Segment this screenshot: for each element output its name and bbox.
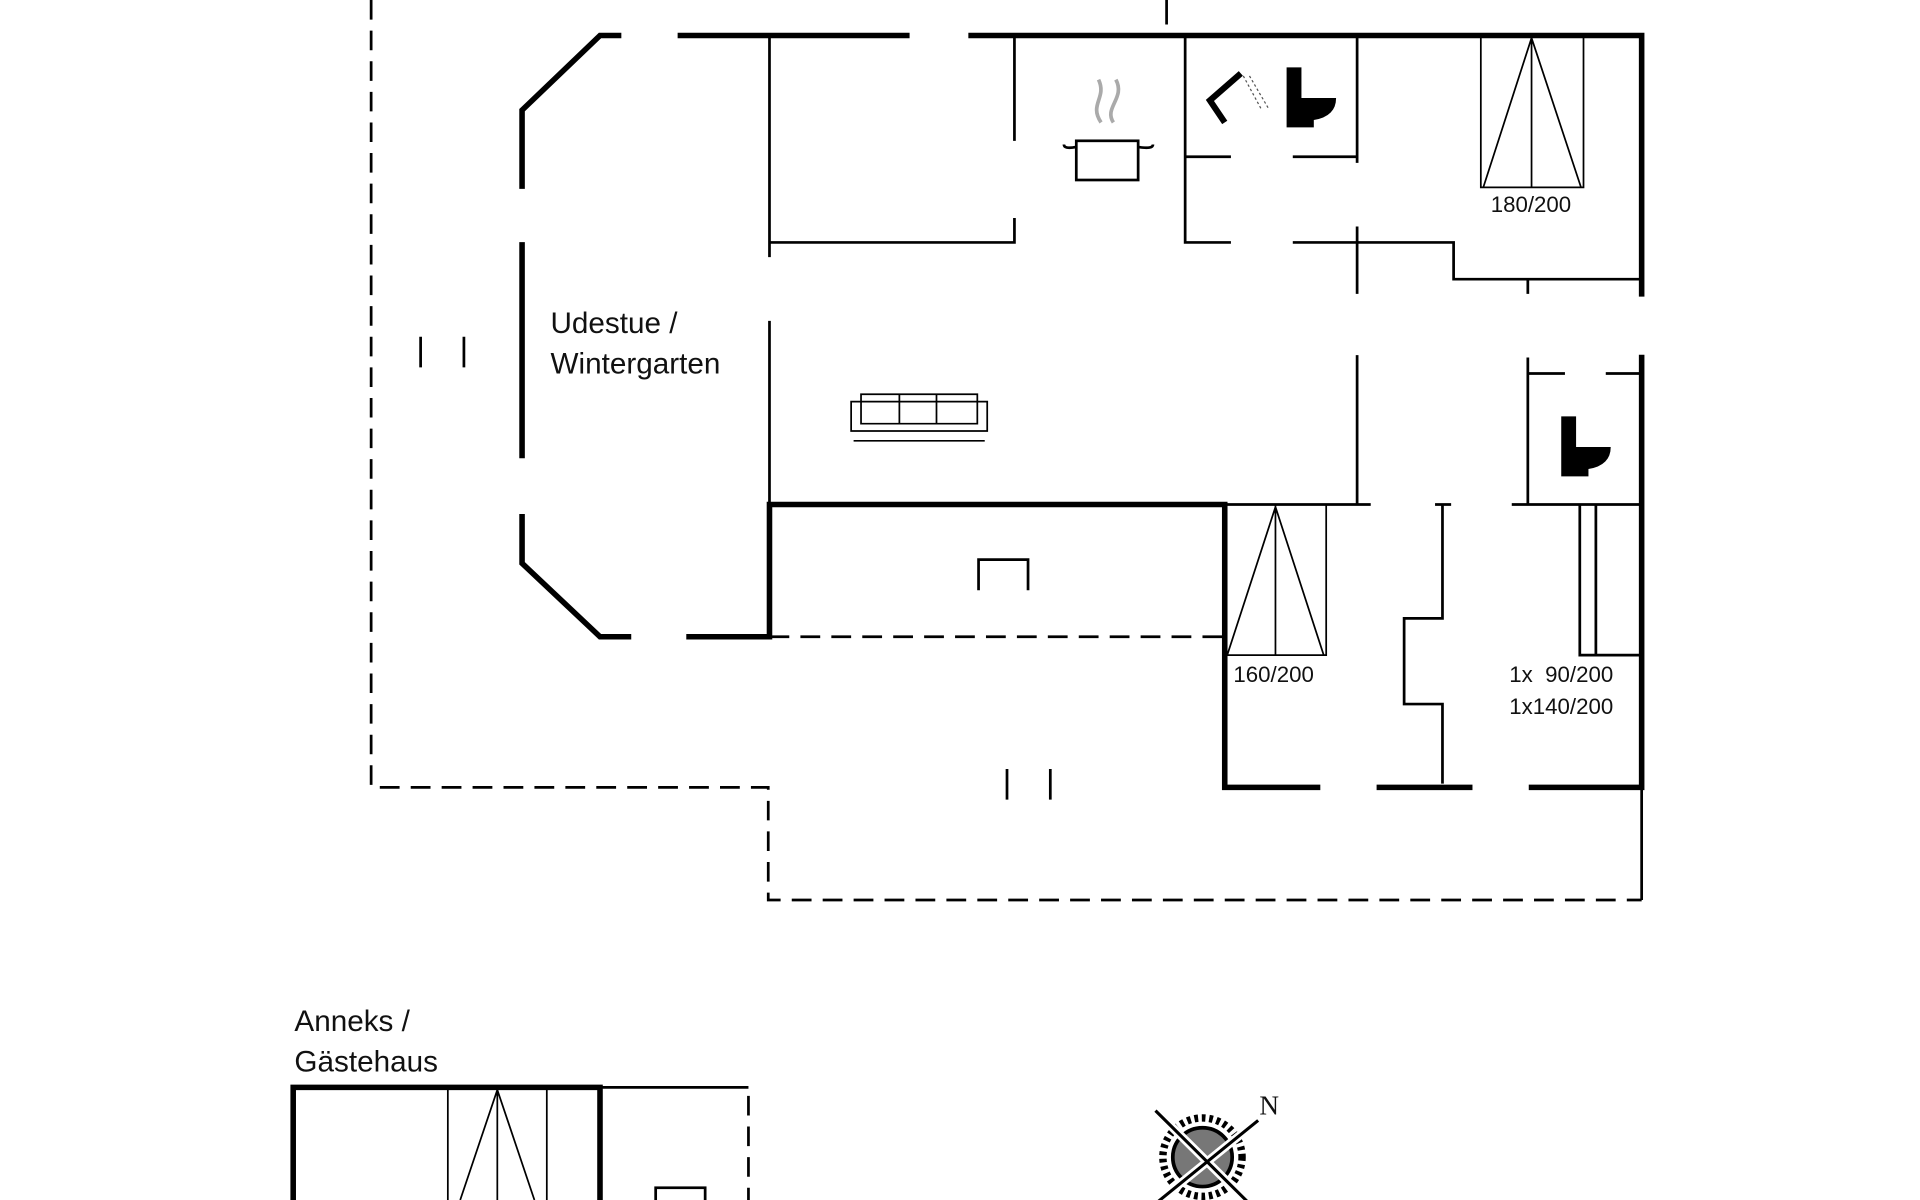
sofa-icon (850, 393, 989, 442)
room-label-annex-2: Gästehaus (294, 1046, 437, 1079)
bed-size-bunk-2: 1x140/200 (1509, 694, 1613, 719)
bed-size-160: 160/200 (1233, 662, 1313, 687)
bed-size-bunk-1: 1x 90/200 (1509, 662, 1613, 687)
bunk-bed (1578, 504, 1642, 657)
bed-180 (1479, 35, 1585, 189)
room-label-annex-1: Anneks / (294, 1005, 410, 1038)
room-label-wintergarden-2: Wintergarten (551, 348, 721, 381)
room-label-wintergarden-1: Udestue / (551, 307, 679, 340)
exterior-walls (519, 0, 1645, 791)
toilet-icon (1286, 67, 1337, 128)
terrace-outline (369, 0, 1644, 902)
fireplace-icon (977, 558, 1030, 591)
annex-walls (290, 1084, 750, 1200)
compass-north-label: N (1259, 1090, 1279, 1120)
bed-160 (1223, 504, 1328, 656)
compass-rose-icon (1152, 1107, 1261, 1200)
cooking-pot-icon (1062, 78, 1155, 182)
interior-walls (419, 35, 1642, 800)
bed-size-180: 180/200 (1491, 192, 1571, 217)
shower-icon (1205, 71, 1269, 125)
toilet-icon (1561, 416, 1611, 477)
